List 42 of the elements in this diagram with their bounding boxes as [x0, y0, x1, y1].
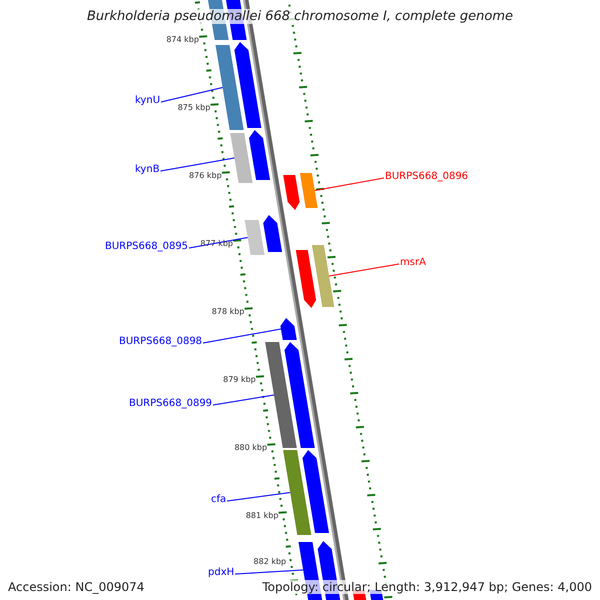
gene-label: pdxH [208, 567, 234, 579]
gene-feature [312, 245, 334, 307]
gene-label: msrA [400, 257, 426, 269]
gene-feature [216, 45, 244, 130]
genome-info-text: Topology: circular; Length: 3,912,947 bp; Genes: 4,000 [262, 580, 592, 594]
leader-line [160, 158, 235, 172]
gene-label: BURPS668_0899 [129, 398, 212, 410]
gene-feature [300, 173, 318, 208]
tick-label: 878 kbp [212, 307, 244, 317]
gene-feature [302, 450, 329, 533]
gene-feature [234, 42, 262, 128]
map-title: Burkholderia pseudomallei 668 chromosome I, complete genome [86, 9, 514, 24]
gene-feature [244, 220, 265, 255]
gene-label: BURPS668_0898 [119, 336, 202, 348]
tick-label: 875 kbp [178, 103, 210, 113]
leader-line [234, 570, 304, 574]
gene-feature [283, 450, 312, 535]
gene-feature [249, 130, 270, 180]
tick-label: 876 kbp [189, 171, 222, 181]
gene-feature [280, 318, 297, 340]
gene-feature [283, 175, 300, 210]
leader-line [314, 178, 384, 191]
leader-line [328, 264, 400, 276]
tick-label: 882 kbp [254, 557, 286, 567]
gene-feature [230, 133, 253, 183]
gene-label: BURPS668_0896 [385, 171, 468, 183]
gene-label: BURPS668_0895 [105, 241, 188, 253]
gene-feature [284, 342, 315, 448]
gene-label: kynB [135, 164, 160, 176]
tick-label: 880 kbp [234, 443, 268, 453]
leader-line [202, 328, 282, 344]
tick-label: 879 kbp [223, 375, 256, 385]
gene-feature [296, 250, 316, 308]
accession-text: Accession: NC_009074 [8, 580, 144, 594]
gene-feature [263, 215, 282, 252]
tick-label: 874 kbp [166, 35, 199, 45]
gene-label: cfa [211, 494, 226, 506]
gene-feature [265, 342, 297, 448]
leader-line [226, 492, 291, 502]
gene-label: kynU [135, 95, 160, 107]
leader-line [160, 87, 224, 102]
leader-line [212, 394, 274, 406]
